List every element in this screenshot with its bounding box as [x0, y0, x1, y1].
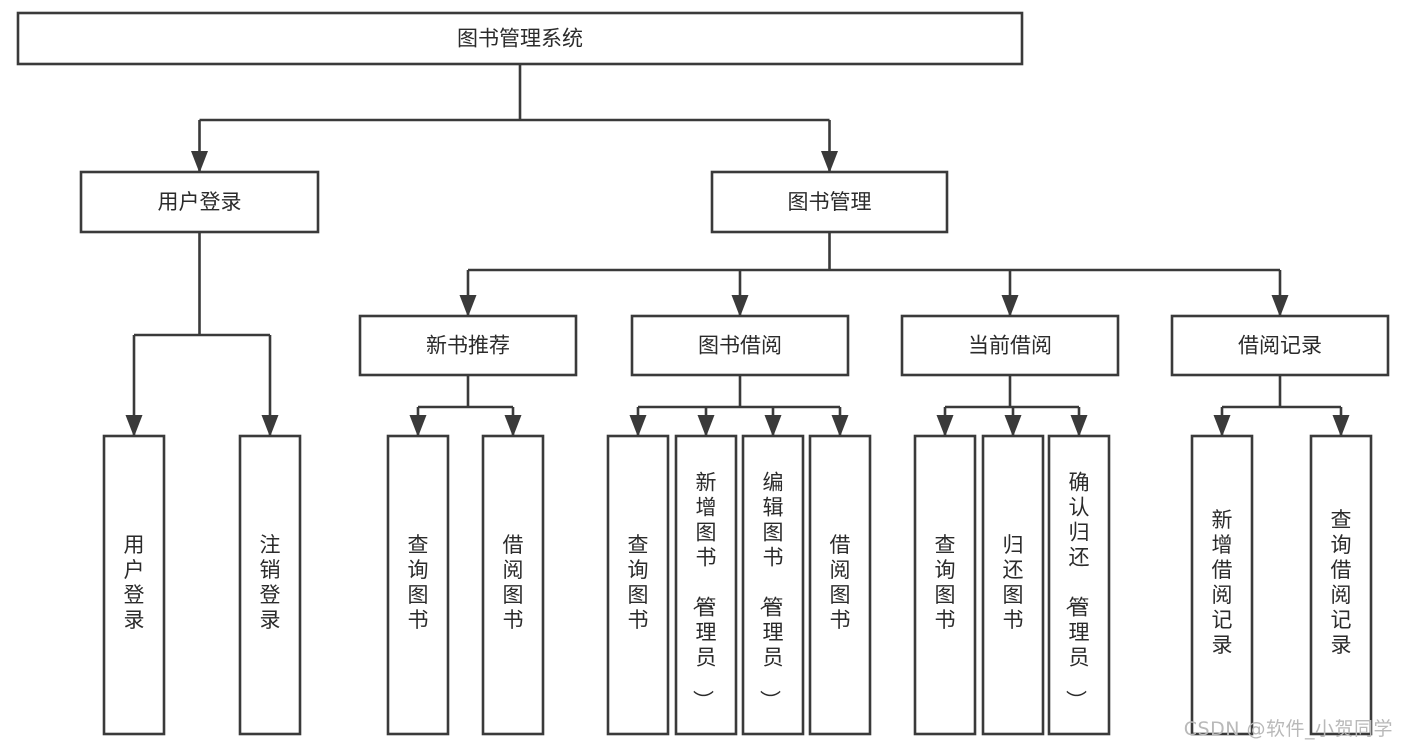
- node-box[interactable]: [1190, 434, 1254, 736]
- arrow-head-icon: [125, 415, 143, 437]
- node-box[interactable]: [16, 11, 1024, 66]
- node-label: 新增图书（管理员）: [691, 471, 717, 711]
- arrow-head-icon: [191, 151, 208, 173]
- node-leaf-logout[interactable]: 注销登录: [238, 434, 302, 736]
- node-label: 新书推荐: [426, 334, 510, 358]
- node-box[interactable]: [238, 434, 302, 736]
- node-box[interactable]: [102, 434, 166, 736]
- arrow-head-icon: [1213, 415, 1231, 437]
- edge-group-user-login: [125, 232, 279, 437]
- arrow-head-icon: [1332, 415, 1350, 437]
- node-book-borrow[interactable]: 图书借阅: [630, 314, 850, 377]
- node-leaf-query-record[interactable]: 查询借阅记录: [1309, 434, 1373, 736]
- arrow-head-icon: [697, 415, 715, 437]
- node-leaf-add-record[interactable]: 新增借阅记录: [1190, 434, 1254, 736]
- node-leaf-confirm-return[interactable]: 确认归还（管理员）: [1047, 434, 1111, 736]
- arrow-head-icon: [731, 295, 749, 317]
- node-box[interactable]: [79, 170, 320, 234]
- node-new-book-rec[interactable]: 新书推荐: [358, 314, 578, 377]
- node-leaf-edit-book[interactable]: 编辑图书（管理员）: [741, 434, 805, 736]
- node-box[interactable]: [808, 434, 872, 736]
- node-label: 图书管理: [788, 190, 872, 214]
- node-leaf-return-book[interactable]: 归还图书: [981, 434, 1045, 736]
- arrow-head-icon: [261, 415, 279, 437]
- node-label: 查询图书: [935, 533, 956, 632]
- node-label: 图书借阅: [698, 334, 782, 358]
- arrow-head-icon: [1001, 295, 1019, 317]
- arrow-head-icon: [409, 415, 427, 437]
- arrow-head-icon: [1070, 415, 1088, 437]
- node-box[interactable]: [1309, 434, 1373, 736]
- arrow-head-icon: [831, 415, 849, 437]
- arrow-head-icon: [1271, 295, 1289, 317]
- node-layer: 图书管理系统用户登录图书管理新书推荐图书借阅当前借阅借阅记录用户登录注销登录查询…: [16, 11, 1390, 736]
- node-label: 查询图书: [628, 533, 649, 632]
- node-label: 查询图书: [408, 533, 429, 632]
- node-box[interactable]: [630, 314, 850, 377]
- node-label: 查询借阅记录: [1331, 508, 1352, 657]
- edge-group-borrow-record: [1213, 375, 1350, 437]
- node-box[interactable]: [981, 434, 1045, 736]
- node-book-manage[interactable]: 图书管理: [710, 170, 949, 234]
- node-label: 注销登录: [260, 533, 281, 632]
- node-current-borrow[interactable]: 当前借阅: [900, 314, 1120, 377]
- node-label: 新增借阅记录: [1212, 508, 1233, 657]
- arrow-head-icon: [1004, 415, 1022, 437]
- node-label: 图书管理系统: [457, 27, 583, 51]
- node-label: 当前借阅: [968, 334, 1052, 358]
- node-label: 确认归还（管理员）: [1064, 471, 1090, 711]
- arrow-head-icon: [821, 151, 838, 173]
- edge-group-book-borrow: [629, 375, 849, 437]
- node-leaf-borrow-book-2[interactable]: 借阅图书: [808, 434, 872, 736]
- connector-layer: [125, 64, 1350, 437]
- node-label: 借阅图书: [830, 533, 851, 632]
- arrow-head-icon: [459, 295, 477, 317]
- node-borrow-record[interactable]: 借阅记录: [1170, 314, 1390, 377]
- node-label: 编辑图书（管理员）: [758, 471, 784, 711]
- node-leaf-query-book-1[interactable]: 查询图书: [386, 434, 450, 736]
- node-leaf-borrow-book-1[interactable]: 借阅图书: [481, 434, 545, 736]
- node-label: 借阅图书: [503, 533, 524, 632]
- node-box[interactable]: [710, 170, 949, 234]
- node-box[interactable]: [913, 434, 977, 736]
- arrow-head-icon: [629, 415, 647, 437]
- node-box[interactable]: [674, 434, 738, 736]
- node-leaf-add-book[interactable]: 新增图书（管理员）: [674, 434, 738, 736]
- edge-group-root: [191, 64, 838, 173]
- node-root[interactable]: 图书管理系统: [16, 11, 1024, 66]
- node-label: 用户登录: [124, 533, 145, 632]
- node-box[interactable]: [1047, 434, 1111, 736]
- node-label: 归还图书: [1003, 533, 1024, 632]
- node-label: 借阅记录: [1238, 334, 1322, 358]
- edge-group-new-book-rec: [409, 375, 522, 437]
- node-box[interactable]: [606, 434, 670, 736]
- node-box[interactable]: [900, 314, 1120, 377]
- node-leaf-query-book-3[interactable]: 查询图书: [913, 434, 977, 736]
- arrow-head-icon: [936, 415, 954, 437]
- node-box[interactable]: [741, 434, 805, 736]
- node-box[interactable]: [481, 434, 545, 736]
- node-user-login[interactable]: 用户登录: [79, 170, 320, 234]
- node-label: 用户登录: [158, 190, 242, 214]
- arrow-head-icon: [764, 415, 782, 437]
- node-box[interactable]: [1170, 314, 1390, 377]
- edge-group-current-borrow: [936, 375, 1088, 437]
- node-box[interactable]: [386, 434, 450, 736]
- arrow-head-icon: [504, 415, 522, 437]
- node-box[interactable]: [358, 314, 578, 377]
- node-leaf-query-book-2[interactable]: 查询图书: [606, 434, 670, 736]
- node-leaf-user-login[interactable]: 用户登录: [102, 434, 166, 736]
- edge-group-book-manage: [459, 232, 1289, 317]
